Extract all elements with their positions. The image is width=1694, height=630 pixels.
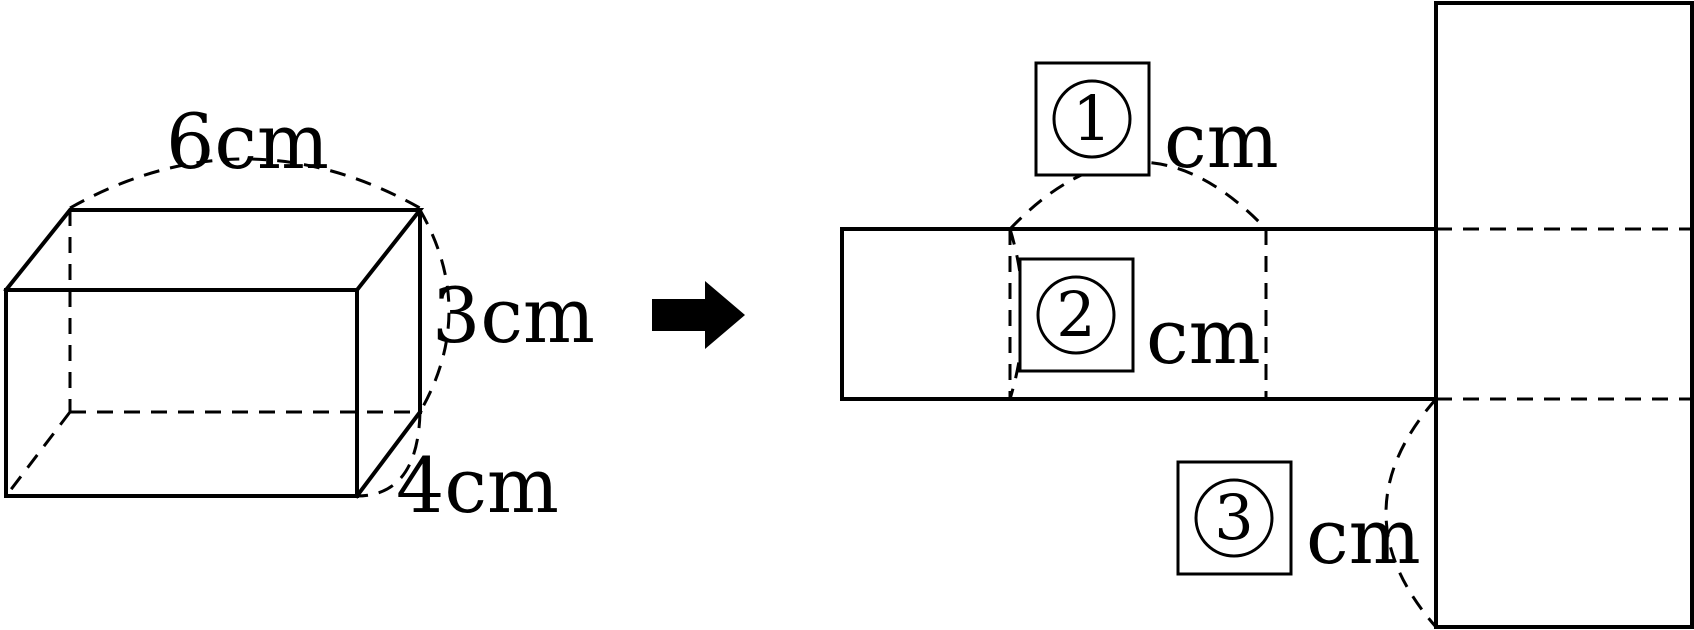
net-strip-outline xyxy=(840,227,1438,401)
net-depth-arc xyxy=(1384,398,1438,628)
depth-label: 4cm xyxy=(396,441,559,530)
blank-3-number: 3 xyxy=(1214,481,1253,554)
blank-2-unit: cm xyxy=(1146,292,1261,381)
blank-3-unit: cm xyxy=(1306,492,1421,581)
blank-1-number: 1 xyxy=(1072,82,1111,155)
cuboid: 6cm 3cm 4cm xyxy=(3,97,595,530)
bottom-right-edge xyxy=(354,409,423,499)
height-dimension-arc xyxy=(418,209,451,413)
blank-3: 3 cm xyxy=(1176,460,1421,581)
circled-number-1 xyxy=(1052,79,1132,159)
blank-1-unit: cm xyxy=(1164,96,1279,185)
blank-2: 2 cm xyxy=(1018,257,1261,381)
right-arrow-icon xyxy=(652,281,745,349)
top-face xyxy=(3,208,425,293)
circled-number-2 xyxy=(1036,275,1116,355)
blank-2-number: 2 xyxy=(1056,278,1095,351)
length-label: 6cm xyxy=(166,97,329,186)
hidden-edge-bottom-left xyxy=(4,411,72,497)
box-net: 1 cm 2 cm 3 cm xyxy=(840,1,1694,629)
net-column-outline xyxy=(1434,1,1694,629)
circled-number-3 xyxy=(1194,478,1274,558)
blank-1: 1 cm xyxy=(1034,61,1279,185)
front-face xyxy=(4,288,359,498)
depth-dimension-arc xyxy=(356,411,422,498)
height-label: 3cm xyxy=(432,271,595,360)
